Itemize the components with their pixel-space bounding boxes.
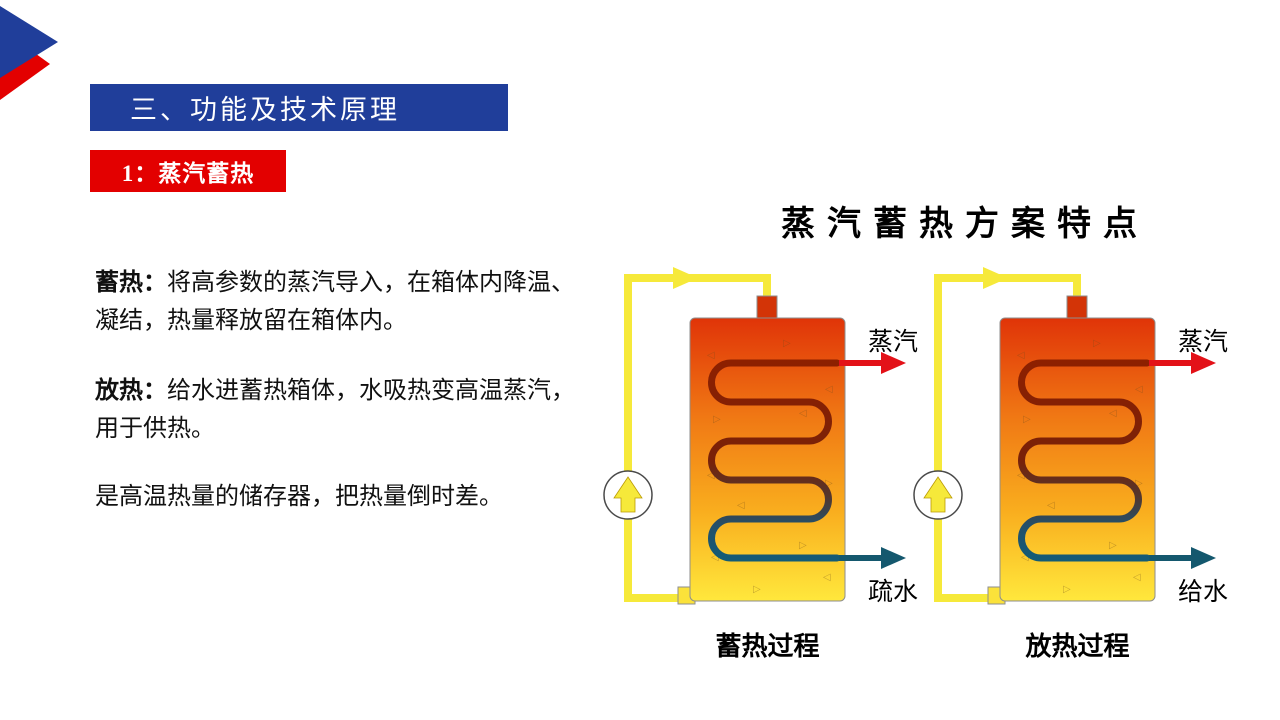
svg-text:▷: ▷	[1063, 584, 1071, 595]
svg-text:▷: ▷	[825, 478, 833, 489]
pump-icon	[913, 470, 963, 520]
diagram-title: 蒸汽蓄热方案特点	[781, 206, 1149, 243]
water-label: 疏水	[868, 579, 919, 606]
tank-specks: ◁ ▷ ◁ ▷ ◁ ◁ ▷ ◁ ▷ ◁ ◁ ▷	[707, 338, 833, 595]
section-header-title: 三、功能及技术原理	[130, 95, 400, 125]
steam-label: 蒸汽	[1178, 329, 1229, 356]
svg-text:◁: ◁	[707, 470, 715, 481]
svg-text:◁: ◁	[711, 552, 719, 563]
svg-text:▷: ▷	[799, 540, 807, 551]
panel-caption: 蓄热过程	[715, 632, 820, 661]
svg-text:▷: ▷	[1093, 338, 1101, 349]
paragraph-release-text: 给水进蓄热箱体，水吸热变高温蒸汽，用于供热。	[95, 378, 575, 442]
svg-text:▷: ▷	[1023, 414, 1031, 425]
svg-text:◁: ◁	[1047, 500, 1055, 511]
storage-tank-diagram: ◁ ▷ ◁ ▷ ◁ ◁ ▷ ◁ ▷ ◁ ◁ ▷	[913, 267, 1216, 605]
svg-text:◁: ◁	[1109, 408, 1117, 419]
section-header: 三、功能及技术原理	[90, 84, 508, 131]
diagram-panel-discharge: ◁ ▷ ◁ ▷ ◁ ◁ ▷ ◁ ▷ ◁ ◁ ▷ 蒸汽 给水 放热过程	[895, 250, 1229, 680]
panel-caption: 放热过程	[1025, 632, 1130, 661]
svg-text:◁: ◁	[1021, 552, 1029, 563]
circulation-pipe	[934, 274, 1081, 602]
pipe-flow-arrow-icon	[673, 267, 698, 289]
svg-text:◁: ◁	[737, 500, 745, 511]
water-arrow-icon	[839, 547, 906, 569]
corner-decoration-icon	[0, 6, 58, 100]
tank-body	[689, 317, 846, 602]
steam-arrow-icon	[1149, 352, 1216, 374]
svg-text:▷: ▷	[1109, 540, 1117, 551]
svg-text:◁: ◁	[1133, 572, 1141, 583]
paragraph-storage-text: 将高参数的蒸汽导入，在箱体内降温、凝结，热量释放留在箱体内。	[95, 270, 575, 334]
storage-tank-diagram: ◁ ▷ ◁ ▷ ◁ ◁ ▷ ◁ ▷ ◁ ◁ ▷	[603, 267, 906, 605]
svg-text:◁: ◁	[823, 572, 831, 583]
steam-label: 蒸汽	[868, 329, 919, 356]
paragraph-release-lead: 放热：	[95, 378, 167, 404]
pipe-flow-arrow-icon	[983, 267, 1008, 289]
diagram-panel-charge: ◁ ▷ ◁ ▷ ◁ ◁ ▷ ◁ ▷ ◁ ◁ ▷ 蒸汽 疏水 蓄热过程	[585, 250, 919, 680]
svg-text:◁: ◁	[1135, 384, 1143, 395]
water-arrow-icon	[1149, 547, 1216, 569]
svg-text:▷: ▷	[783, 338, 791, 349]
svg-text:▷: ▷	[1135, 478, 1143, 489]
heat-exchange-coil	[1018, 359, 1151, 562]
paragraph-summary-text: 是高温热量的储存器，把热量倒时差。	[95, 484, 503, 510]
tank-body	[999, 317, 1156, 602]
svg-text:◁: ◁	[707, 350, 715, 361]
paragraph-summary: 是高温热量的储存器，把热量倒时差。	[95, 478, 591, 516]
tank-specks: ◁ ▷ ◁ ▷ ◁ ◁ ▷ ◁ ▷ ◁ ◁ ▷	[1017, 338, 1143, 595]
heat-exchange-coil	[708, 359, 841, 562]
svg-text:◁: ◁	[1017, 470, 1025, 481]
subsection-badge-label: 1：蒸汽蓄热	[121, 161, 255, 186]
water-label: 给水	[1178, 579, 1229, 606]
paragraph-storage: 蓄热：将高参数的蒸汽导入，在箱体内降温、凝结，热量释放留在箱体内。	[95, 264, 591, 340]
subsection-badge: 1：蒸汽蓄热	[90, 150, 286, 192]
svg-text:◁: ◁	[825, 384, 833, 395]
paragraph-storage-lead: 蓄热：	[95, 270, 167, 296]
svg-text:▷: ▷	[713, 414, 721, 425]
paragraph-release: 放热：给水进蓄热箱体，水吸热变高温蒸汽，用于供热。	[95, 372, 591, 448]
pump-icon	[603, 470, 653, 520]
svg-text:◁: ◁	[1017, 350, 1025, 361]
svg-text:◁: ◁	[799, 408, 807, 419]
circulation-pipe	[624, 274, 771, 602]
steam-arrow-icon	[839, 352, 906, 374]
svg-text:▷: ▷	[753, 584, 761, 595]
